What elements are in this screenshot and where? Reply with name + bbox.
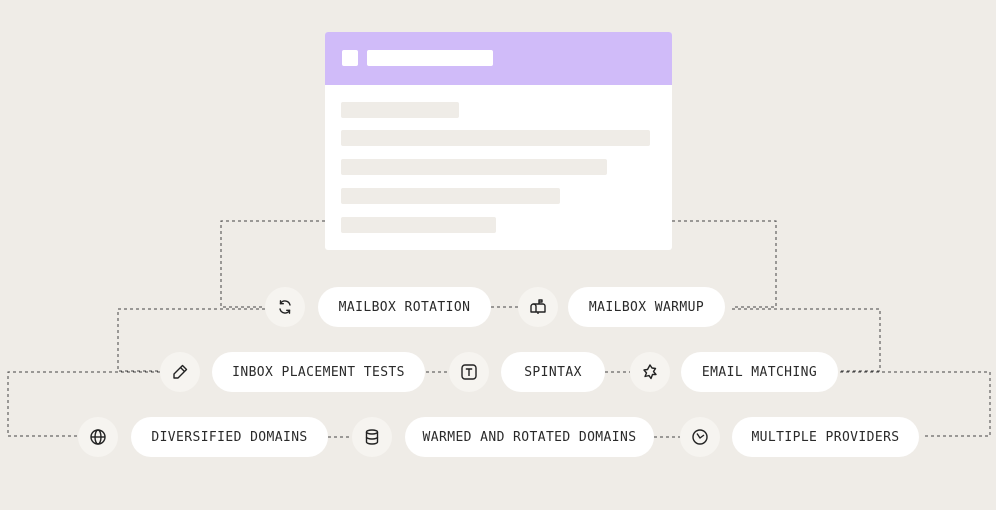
feature-label: INBOX PLACEMENT TESTS <box>232 364 405 380</box>
connector-left-1 <box>220 220 325 308</box>
puzzle-icon <box>630 352 670 392</box>
email-mockup-card <box>325 32 672 250</box>
feature-pill-mailbox-rotation: MAILBOX ROTATION <box>318 287 491 327</box>
text-box-icon <box>449 352 489 392</box>
globe-icon <box>78 417 118 457</box>
content-line-placeholder <box>341 188 560 204</box>
feature-label: MAILBOX WARMUP <box>588 299 705 315</box>
content-line-placeholder <box>341 217 496 233</box>
connector-left-2 <box>117 308 265 372</box>
feature-pill-multiple-providers: MULTIPLE PROVIDERS <box>732 417 919 457</box>
feature-label: SPINTAX <box>524 364 582 380</box>
refresh-icon <box>265 287 305 327</box>
mailbox-icon <box>518 287 558 327</box>
compass-icon <box>680 417 720 457</box>
content-line-placeholder <box>341 102 459 118</box>
feature-label: MULTIPLE PROVIDERS <box>751 429 900 445</box>
email-card-header <box>325 32 672 85</box>
feature-label: DIVERSIFIED DOMAINS <box>151 429 308 445</box>
connector-right-1 <box>672 220 777 308</box>
header-title-placeholder <box>367 50 493 66</box>
pencil-icon <box>160 352 200 392</box>
feature-label: EMAIL MATCHING <box>701 364 818 380</box>
content-line-placeholder <box>341 159 607 175</box>
feature-label: WARMED AND ROTATED DOMAINS <box>422 429 637 445</box>
content-line-placeholder <box>341 130 650 146</box>
feature-pill-inbox-placement-tests: INBOX PLACEMENT TESTS <box>212 352 425 392</box>
connector-right-2 <box>732 308 881 372</box>
feature-pill-mailbox-warmup: MAILBOX WARMUP <box>568 287 725 327</box>
feature-pill-warmed-and-rotated-domains: WARMED AND ROTATED DOMAINS <box>405 417 654 457</box>
feature-pill-diversified-domains: DIVERSIFIED DOMAINS <box>131 417 328 457</box>
feature-pill-email-matching: EMAIL MATCHING <box>681 352 838 392</box>
connector-right-3 <box>840 371 991 437</box>
header-square-placeholder <box>342 50 358 66</box>
feature-label: MAILBOX ROTATION <box>338 299 471 315</box>
database-icon <box>352 417 392 457</box>
feature-pill-spintax: SPINTAX <box>501 352 605 392</box>
